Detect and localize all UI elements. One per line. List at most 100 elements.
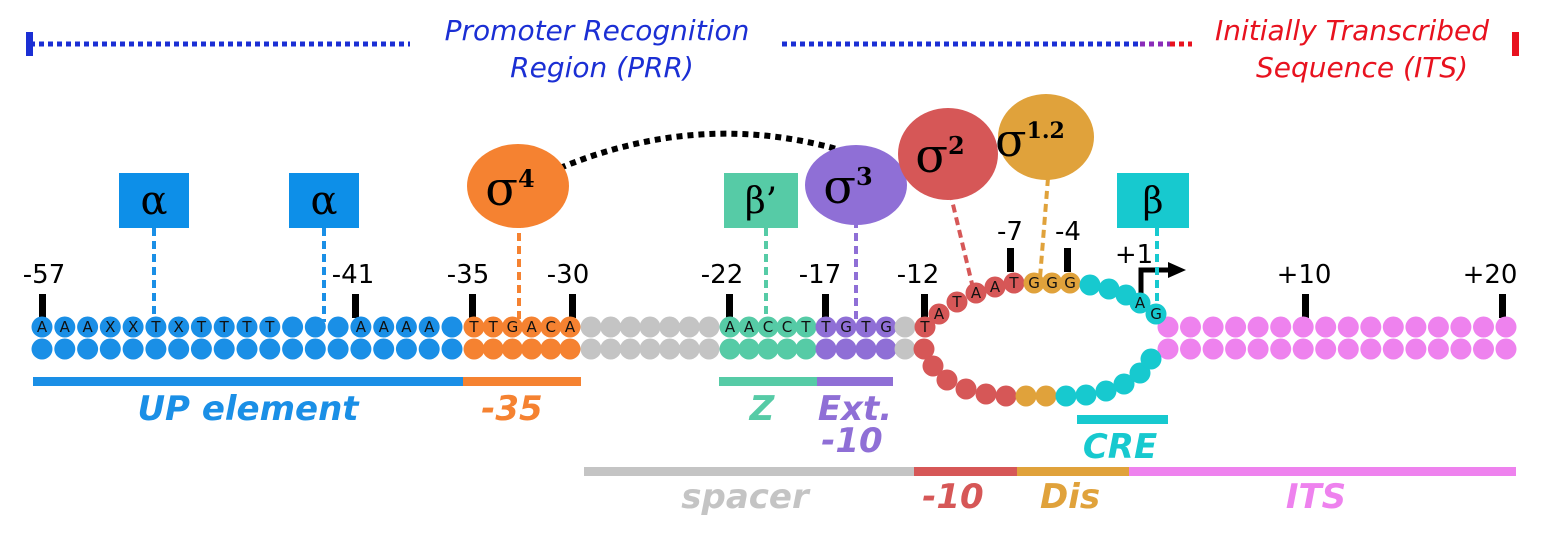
alpha-box-1 <box>119 173 189 228</box>
up-bead-bottom <box>122 338 144 360</box>
its-bead-top <box>1202 316 1224 338</box>
beta-prime-label: β’ <box>745 181 777 222</box>
tss-arrow-icon <box>1138 262 1186 296</box>
alpha-subunit-2: α <box>289 173 359 228</box>
up-bead-top <box>304 316 326 338</box>
up-bead-top <box>168 316 190 338</box>
spacer-bead-top <box>659 316 681 338</box>
its-bead-top <box>1180 316 1201 338</box>
bubble-top-bead <box>1059 272 1081 294</box>
sigma4-label: σ4 <box>485 161 534 217</box>
spacer-bead-top <box>698 316 720 338</box>
sigma3-ellipse <box>805 145 907 225</box>
up-bead-bottom <box>54 338 76 360</box>
up-bead-top <box>418 316 440 338</box>
tick-minus-17 <box>822 294 829 318</box>
spacer-bead-bottom <box>698 338 720 360</box>
region-bars <box>33 377 1516 476</box>
dna-base: C <box>763 318 773 336</box>
up-bead-bottom <box>441 338 463 360</box>
its-bead-top <box>1315 316 1337 338</box>
dna-base: A <box>401 318 412 336</box>
pos-label-minus-7: -7 <box>997 217 1023 247</box>
bubble-bottom-bead <box>995 385 1017 407</box>
bubble-bottom-bead <box>1015 385 1037 407</box>
up-bead-top <box>190 316 212 338</box>
its-bead-top <box>1450 316 1472 338</box>
tick-minus-22 <box>726 294 733 318</box>
dna-base: A <box>565 318 576 336</box>
dna-base: T <box>1008 274 1019 292</box>
bubble-bottom-bead <box>1095 380 1117 402</box>
ext10-bar <box>817 377 893 386</box>
dna-base: T <box>919 318 930 336</box>
its-bar <box>1129 467 1516 476</box>
discriminator-label: Dis <box>1040 477 1100 517</box>
up-bead-bottom <box>259 338 281 360</box>
minus35-bead-top <box>501 316 523 338</box>
dna-base: T <box>264 318 275 336</box>
dna-base: G <box>1064 274 1076 292</box>
pos-label-minus-57: -57 <box>23 260 65 290</box>
cre-bar <box>1077 415 1168 424</box>
its-bead-top <box>1427 316 1449 338</box>
bubble-bottom-bead <box>1035 385 1057 407</box>
tick-minus-35 <box>469 294 476 318</box>
dna-base: T <box>468 318 479 336</box>
up-element-label: UP element <box>137 389 360 429</box>
ext10-bead-bottom <box>835 338 857 360</box>
beta-subunit: β <box>1117 173 1189 228</box>
its-bead-bottom <box>1270 338 1292 360</box>
prr-title-line2: Region (PRR) <box>510 51 694 84</box>
minus35-bead-bottom <box>559 338 581 360</box>
dna-base: T <box>860 318 871 336</box>
spacer-bead-top <box>894 316 916 338</box>
bubble-bottom-bead <box>975 383 997 405</box>
minus35-bead-bottom <box>501 338 523 360</box>
minus35-bead-top <box>482 316 504 338</box>
sigma3-label: σ3 <box>823 159 872 215</box>
bubble-bottom-bead <box>1113 373 1135 395</box>
up-bead-bottom <box>190 338 212 360</box>
sigma12-domain: σ1.2 <box>995 94 1094 180</box>
dna-base: A <box>1135 294 1146 312</box>
up-bead-top <box>259 316 281 338</box>
its-bead-top <box>1247 316 1269 338</box>
dna-base: A <box>60 318 71 336</box>
its-bead-top <box>1405 316 1427 338</box>
its-bead-bottom <box>1292 338 1314 360</box>
pos-label-minus-22: -22 <box>701 260 743 290</box>
spacer-bead-bottom <box>639 338 661 360</box>
bubble-top-bead <box>946 291 968 313</box>
bubble-top-bead <box>1041 272 1063 294</box>
pos-label-minus-12: -12 <box>897 260 939 290</box>
dna-base: T <box>800 318 811 336</box>
dna-base: G <box>507 318 519 336</box>
up-bead-bottom <box>168 338 190 360</box>
bubble-top-bead <box>914 316 936 338</box>
up-bead-bottom <box>418 338 440 360</box>
sigma12-label: σ1.2 <box>995 113 1065 167</box>
up-bead-bottom <box>373 338 395 360</box>
bubble-top-bead <box>1003 272 1025 294</box>
its-title-line2: Sequence (ITS) <box>1256 51 1468 84</box>
pos-label-minus-35: -35 <box>447 260 489 290</box>
its-bead-bottom <box>1225 338 1247 360</box>
its-bead-bottom <box>1202 338 1224 360</box>
tick-plus-10 <box>1302 294 1309 318</box>
dna-base: A <box>990 278 1001 296</box>
its-bead-top <box>1337 316 1359 338</box>
its-bead-top <box>1382 316 1404 338</box>
alpha-subunit-1: α <box>119 173 189 228</box>
its-bead-bottom <box>1495 338 1517 360</box>
prr-title-line1: Promoter Recognition <box>445 14 750 47</box>
beta-prime-subunit: β’ <box>724 173 798 228</box>
pos-label-minus-30: -30 <box>547 260 589 290</box>
bubble-top-bead <box>1098 278 1120 300</box>
spacer-bead-bottom <box>678 338 700 360</box>
position-markers: -57 -41 -35 -30 -22 -17 -12 -7 -4 +1 +10… <box>23 217 1517 318</box>
bubble-top-bead <box>928 303 950 325</box>
up-bead-bottom <box>350 338 372 360</box>
up-bead-top <box>282 316 304 338</box>
